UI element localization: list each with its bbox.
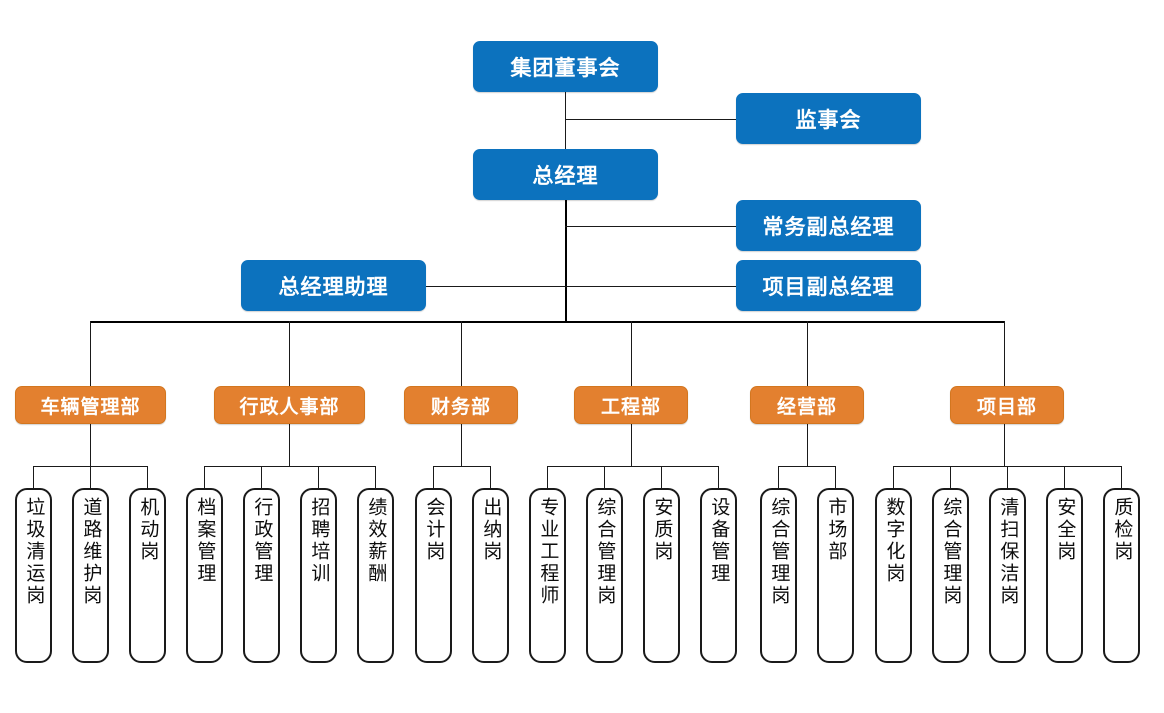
leaf-label: 绩效薪酬 [365,497,387,585]
node-department-project[interactable]: 项目部 [950,386,1064,424]
node-general-manager[interactable]: 总经理 [473,149,658,200]
leaf-label: 综合管理岗 [594,497,616,607]
leafdrop-5 [261,466,262,488]
leaf-position-box[interactable]: 清扫保洁岗 [989,488,1026,663]
leaf-label: 机动岗 [137,497,159,563]
leaf-position-box[interactable]: 综合管理岗 [760,488,797,663]
leafdrop-15 [835,466,836,488]
leafdrop-2 [90,466,91,488]
leafdrop-20 [1121,466,1122,488]
leaf-position-box[interactable]: 综合管理岗 [932,488,969,663]
leaf-position-box[interactable]: 质检岗 [1103,488,1140,663]
leaf-position-box[interactable]: 安全岗 [1046,488,1083,663]
leafbus-operations [778,466,836,467]
leafbus-finance [433,466,491,467]
node-project-deputy-gm[interactable]: 项目副总经理 [736,260,921,311]
leaf-label: 数字化岗 [883,497,905,585]
leaf-label: 出纳岗 [480,497,502,563]
leaf-position-box[interactable]: 绩效薪酬 [357,488,394,663]
leaf-position-box[interactable]: 垃圾清运岗 [15,488,52,663]
connector-board-to-gm [565,92,566,150]
leafdrop-14 [778,466,779,488]
leaf-position-box[interactable]: 专业工程师 [529,488,566,663]
leafdrop-4 [204,466,205,488]
drop-admin-hr [289,321,290,386]
leafdrop-7 [375,466,376,488]
leaf-position-box[interactable]: 出纳岗 [472,488,509,663]
drop-engineering [631,321,632,386]
leafdrop-13 [718,466,719,488]
node-department-vehicle[interactable]: 车辆管理部 [15,386,166,424]
leaf-position-box[interactable]: 市场部 [817,488,854,663]
leafdrop-18 [1007,466,1008,488]
stem-engineering [631,424,632,466]
leafbus-admin-hr [204,466,376,467]
node-gm-assistant[interactable]: 总经理助理 [241,260,426,311]
leaf-label: 会计岗 [423,497,445,563]
leaf-position-box[interactable]: 综合管理岗 [586,488,623,663]
leaf-label: 档案管理 [194,497,216,585]
node-board[interactable]: 集团董事会 [473,41,658,92]
node-supervisory-board[interactable]: 监事会 [736,93,921,144]
drop-operations [807,321,808,386]
leafdrop-6 [318,466,319,488]
leafdrop-11 [604,466,605,488]
stem-project [1004,424,1005,466]
leaf-position-box[interactable]: 行政管理 [243,488,280,663]
leafdrop-17 [950,466,951,488]
leaf-label: 招聘培训 [308,497,330,585]
node-department-engineering[interactable]: 工程部 [574,386,688,424]
leafdrop-8 [433,466,434,488]
leafdrop-10 [547,466,548,488]
leaf-label: 综合管理岗 [940,497,962,607]
leaf-position-box[interactable]: 安质岗 [643,488,680,663]
drop-vehicle [90,321,91,386]
node-executive-deputy-gm[interactable]: 常务副总经理 [736,200,921,251]
leafdrop-19 [1064,466,1065,488]
leafdrop-9 [490,466,491,488]
connector-board-to-supervisory [565,119,736,120]
leaf-position-box[interactable]: 机动岗 [129,488,166,663]
drop-project [1004,321,1005,386]
leafdrop-3 [147,466,148,488]
stem-vehicle [90,424,91,466]
leaf-position-box[interactable]: 道路维护岗 [72,488,109,663]
leaf-label: 垃圾清运岗 [23,497,45,607]
leaf-position-box[interactable]: 数字化岗 [875,488,912,663]
leaf-label: 道路维护岗 [80,497,102,607]
connector-gm-to-bus [565,200,567,322]
leaf-label: 专业工程师 [537,497,559,607]
stem-operations [807,424,808,466]
stem-admin-hr [289,424,290,466]
connector-gm-to-project-deputy [565,286,736,287]
leaf-label: 质检岗 [1111,497,1133,563]
leaf-label: 安质岗 [651,497,673,563]
node-department-finance[interactable]: 财务部 [404,386,518,424]
department-bus [90,321,1004,323]
connector-gm-assistant [426,286,566,287]
leaf-label: 安全岗 [1054,497,1076,563]
connector-gm-to-exec-deputy [565,226,736,227]
leaf-label: 综合管理岗 [768,497,790,607]
leaf-label: 清扫保洁岗 [997,497,1019,607]
drop-finance [461,321,462,386]
leaf-position-box[interactable]: 会计岗 [415,488,452,663]
leafdrop-12 [661,466,662,488]
node-department-operations[interactable]: 经营部 [750,386,864,424]
leafdrop-16 [893,466,894,488]
leaf-label: 市场部 [825,497,847,563]
leafbus-engineering [547,466,719,467]
leaf-position-box[interactable]: 招聘培训 [300,488,337,663]
leafdrop-1 [33,466,34,488]
leaf-label: 行政管理 [251,497,273,585]
leaf-label: 设备管理 [708,497,730,585]
node-department-admin-hr[interactable]: 行政人事部 [214,386,365,424]
leaf-position-box[interactable]: 设备管理 [700,488,737,663]
leaf-position-box[interactable]: 档案管理 [186,488,223,663]
stem-finance [461,424,462,466]
